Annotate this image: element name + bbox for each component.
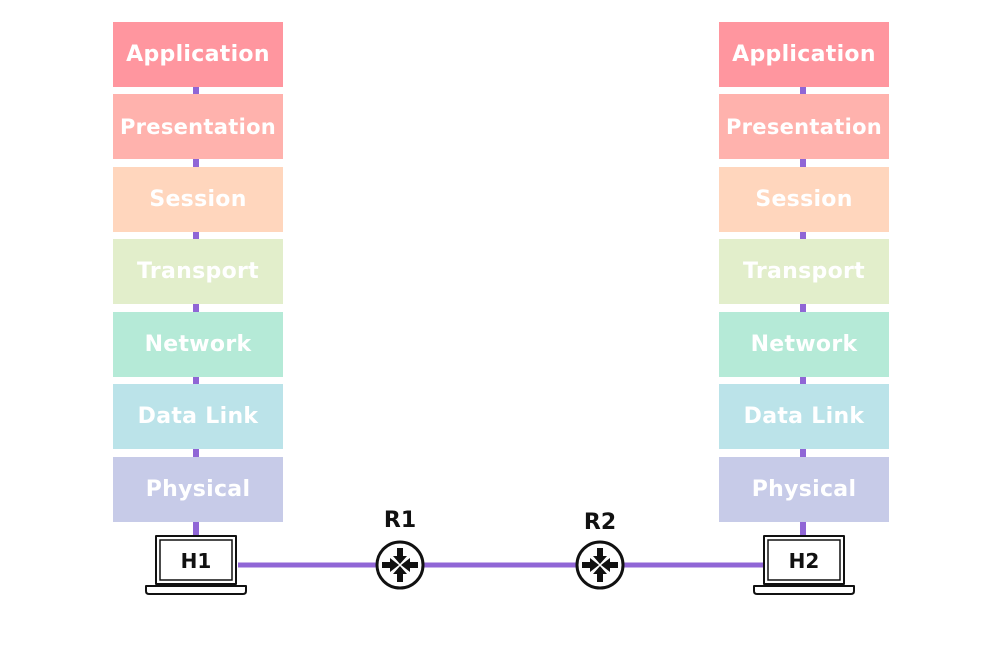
- router-r1-label: R1: [383, 508, 417, 533]
- router-icon: [575, 540, 625, 590]
- host-h1-label: H1: [181, 549, 212, 573]
- layer-network: Network: [719, 312, 889, 377]
- host-h2-label: H2: [789, 549, 820, 573]
- layer-application: Application: [113, 22, 283, 87]
- layer-data-link: Data Link: [719, 384, 889, 449]
- layer-label: Physical: [145, 477, 251, 502]
- host-h2[interactable]: H2: [753, 535, 855, 595]
- layer-session: Session: [113, 167, 283, 232]
- layer-label: Network: [144, 332, 252, 357]
- layer-network: Network: [113, 312, 283, 377]
- layer-label: Transport: [137, 259, 259, 284]
- layer-physical: Physical: [719, 457, 889, 522]
- layer-label: Session: [149, 187, 247, 212]
- layer-session: Session: [719, 167, 889, 232]
- router-r1[interactable]: [375, 540, 425, 590]
- host-h1[interactable]: H1: [145, 535, 247, 595]
- layer-data-link: Data Link: [113, 384, 283, 449]
- layer-label: Presentation: [725, 114, 883, 139]
- layer-label: Application: [732, 42, 876, 67]
- router-r2[interactable]: [575, 540, 625, 590]
- layer-label: Application: [126, 42, 270, 67]
- layer-label: Transport: [743, 259, 865, 284]
- layer-presentation: Presentation: [719, 94, 889, 159]
- layer-label: Data Link: [137, 404, 259, 429]
- layer-label: Network: [750, 332, 858, 357]
- router-r2-label: R2: [583, 510, 617, 535]
- layer-label: Presentation: [119, 114, 277, 139]
- router-icon: [375, 540, 425, 590]
- layer-transport: Transport: [113, 239, 283, 304]
- laptop-icon: [753, 535, 855, 595]
- layer-presentation: Presentation: [113, 94, 283, 159]
- layer-physical: Physical: [113, 457, 283, 522]
- layer-label: Session: [755, 187, 853, 212]
- layer-transport: Transport: [719, 239, 889, 304]
- laptop-icon: [145, 535, 247, 595]
- layer-label: Physical: [751, 477, 857, 502]
- layer-label: Data Link: [743, 404, 865, 429]
- layer-application: Application: [719, 22, 889, 87]
